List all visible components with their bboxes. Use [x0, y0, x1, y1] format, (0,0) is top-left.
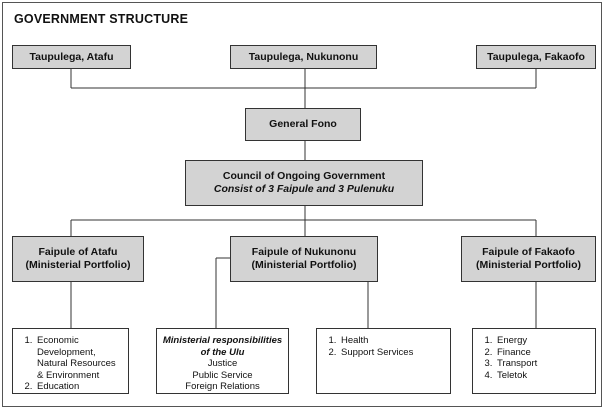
list-item: Foreign Relations — [185, 381, 260, 392]
list-item: Public Service — [192, 369, 253, 381]
ulu-responsibilities-box: Ministerial responsibilities of the Ulu … — [156, 328, 289, 394]
nukunonu-responsibilities-list: Health Support Services — [316, 328, 451, 394]
faipule-atafu-portfolio: (Ministerial Portfolio) — [25, 259, 131, 271]
list-item: Teletok — [495, 370, 591, 382]
ulu-heading-line2: of the Ulu — [200, 346, 245, 358]
faipule-fakaofo-box: Faipule of Fakaofo (Ministerial Portfoli… — [461, 236, 596, 282]
list-item: Finance — [495, 347, 591, 359]
diagram-title: GOVERNMENT STRUCTURE — [14, 12, 189, 26]
taupulega-atafu-box: Taupulega, Atafu — [12, 45, 131, 69]
atafu-responsibilities-list: Economic Development, Natural Resources … — [12, 328, 129, 394]
taupulega-fakaofo-label: Taupulega, Fakaofo — [487, 50, 585, 63]
list-item: Transport — [495, 358, 591, 370]
faipule-nukunonu-name: Faipule of Nukunonu — [251, 246, 357, 258]
taupulega-fakaofo-box: Taupulega, Fakaofo — [476, 45, 596, 69]
faipule-atafu-box: Faipule of Atafu (Ministerial Portfolio) — [12, 236, 144, 282]
list-item: Education — [35, 381, 124, 393]
general-fono-label: General Fono — [269, 118, 337, 130]
council-subtitle: Consist of 3 Faipule and 3 Pulenuku — [213, 183, 395, 195]
list-item: Economic Development, Natural Resources … — [35, 335, 124, 381]
council-box: Council of Ongoing Government Consist of… — [185, 160, 423, 206]
council-title: Council of Ongoing Government — [222, 170, 386, 182]
list-item: Justice — [207, 358, 238, 369]
faipule-nukunonu-portfolio: (Ministerial Portfolio) — [251, 259, 357, 271]
faipule-nukunonu-box: Faipule of Nukunonu (Ministerial Portfol… — [230, 236, 378, 282]
faipule-atafu-name: Faipule of Atafu — [38, 246, 118, 258]
taupulega-nukunonu-box: Taupulega, Nukunonu — [230, 45, 377, 69]
list-item: Health — [339, 335, 446, 347]
ulu-heading-line1: Ministerial responsibilities — [162, 335, 283, 346]
faipule-fakaofo-portfolio: (Ministerial Portfolio) — [476, 259, 581, 271]
list-item: Support Services — [339, 347, 446, 359]
faipule-fakaofo-name: Faipule of Fakaofo — [482, 246, 575, 258]
diagram-frame — [2, 2, 602, 407]
taupulega-nukunonu-label: Taupulega, Nukunonu — [248, 50, 359, 63]
fakaofo-responsibilities-list: Energy Finance Transport Teletok — [472, 328, 596, 394]
taupulega-atafu-label: Taupulega, Atafu — [29, 50, 114, 63]
general-fono-box: General Fono — [245, 108, 361, 141]
list-item: Energy — [495, 335, 591, 347]
